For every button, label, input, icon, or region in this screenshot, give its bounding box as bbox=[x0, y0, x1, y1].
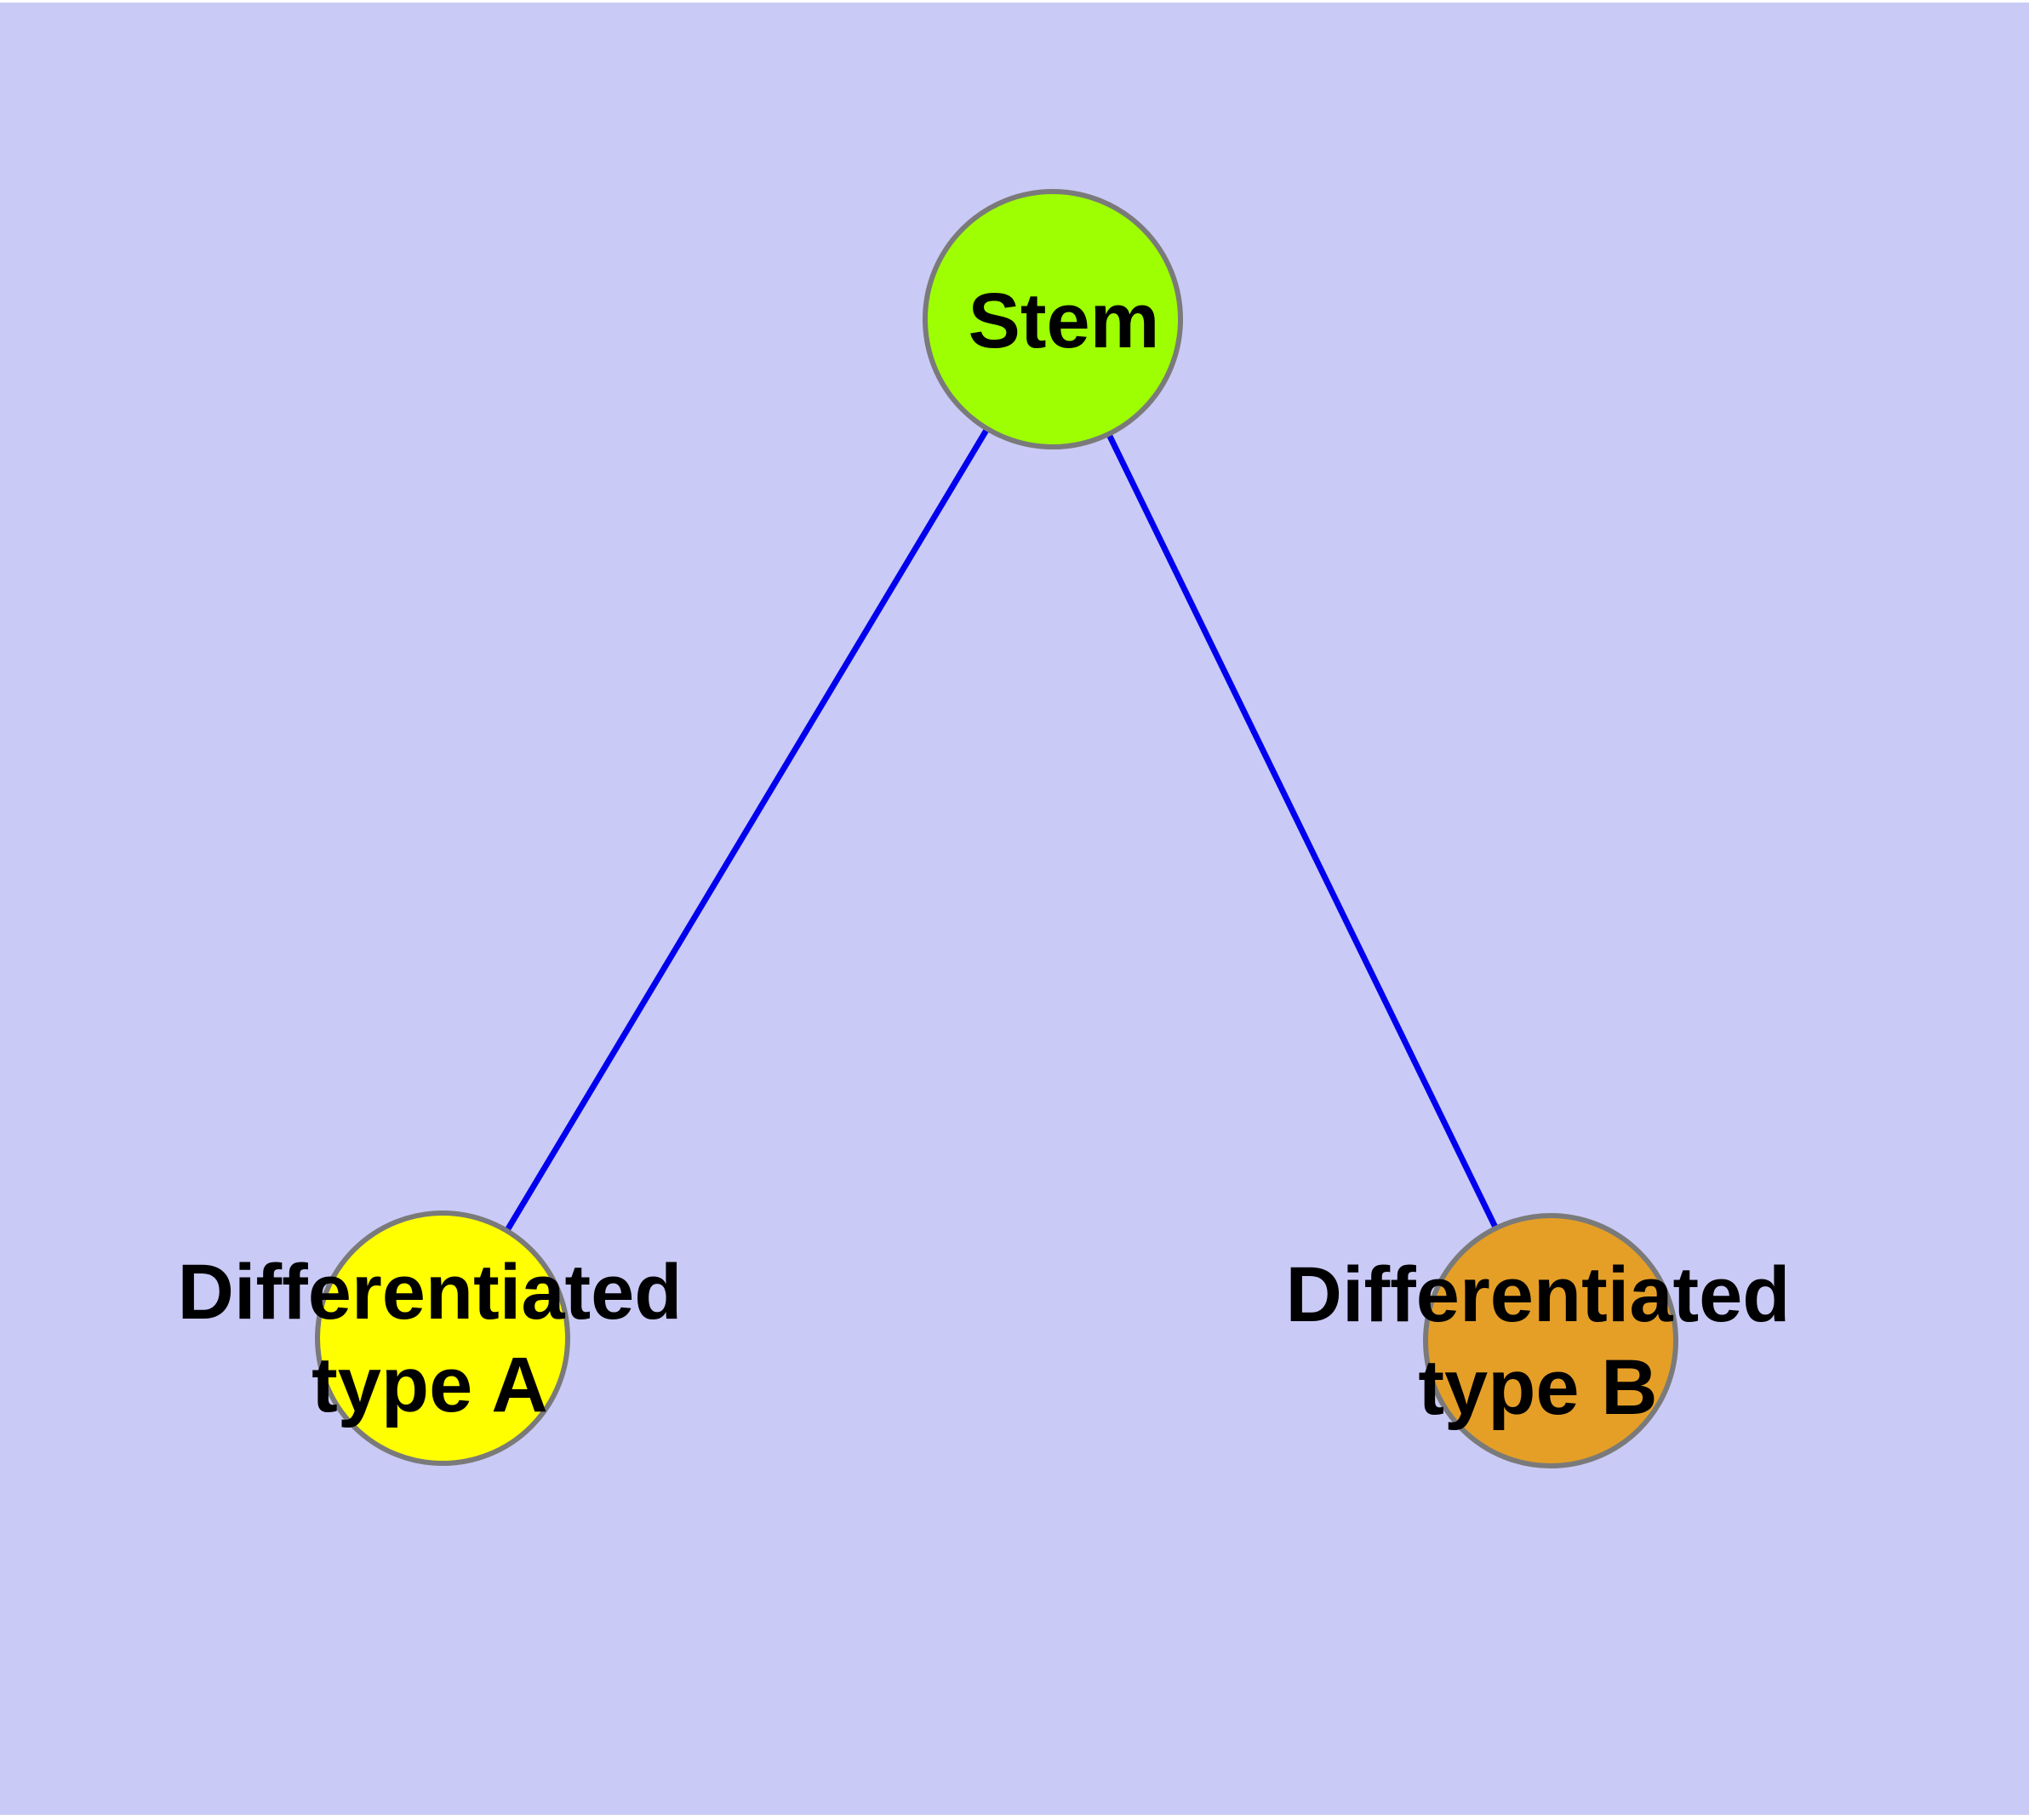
node-type-a-label-line2: type A bbox=[311, 1342, 548, 1428]
node-type-a-circle bbox=[315, 1210, 570, 1466]
node-type-a-label-line1: Differentiated bbox=[178, 1249, 683, 1336]
node-stem-circle bbox=[923, 189, 1183, 449]
node-type-b-label-line1: Differentiated bbox=[1286, 1251, 1791, 1338]
node-stem-label: Stem bbox=[969, 278, 1160, 364]
edge-stem-to-type-a bbox=[439, 318, 1056, 1340]
node-type-b-circle bbox=[1423, 1213, 1678, 1468]
node-type-b-label-line2: type B bbox=[1418, 1344, 1657, 1431]
edge-stem-to-type-b bbox=[1049, 318, 1554, 1342]
